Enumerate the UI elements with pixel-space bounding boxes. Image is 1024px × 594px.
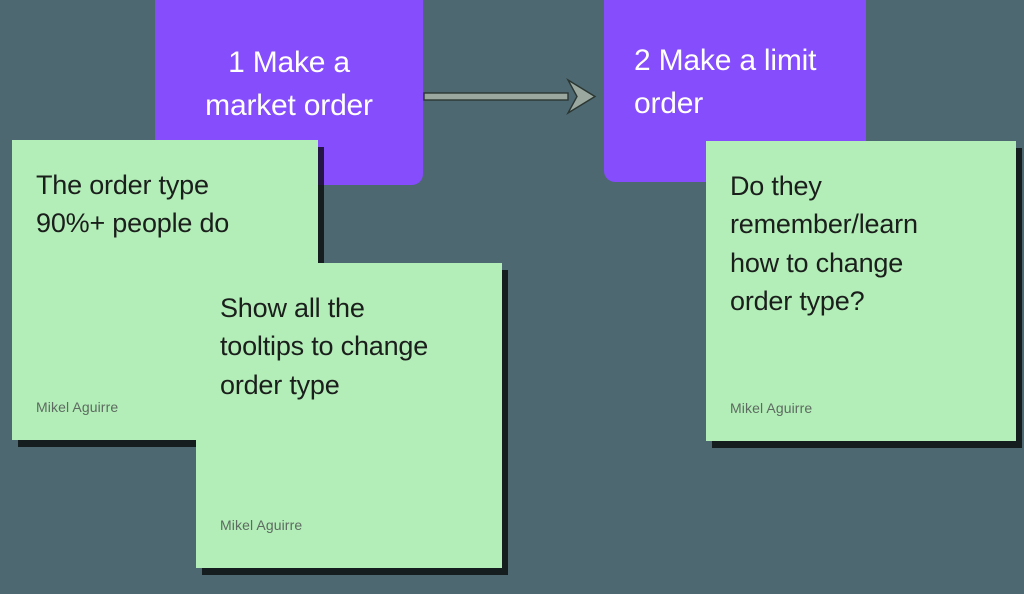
sticky-note-1-author: Mikel Aguirre [36,399,119,416]
sticky-note-3-author: Mikel Aguirre [730,400,813,417]
sticky-note-2[interactable]: Show all the tooltips to change order ty… [196,263,502,568]
sticky-note-3[interactable]: Do they remember/learn how to change ord… [706,141,1016,441]
sticky-note-3-text: Do they remember/learn how to change ord… [730,171,918,316]
sticky-note-2-author: Mikel Aguirre [220,517,303,534]
step-card-1-label: 1 Make a market order [205,45,373,122]
step-card-2-label: 2 Make a limit order [634,44,817,120]
connector-arrow[interactable] [420,72,610,122]
sticky-note-1-text: The order type 90%+ people do [36,170,230,239]
sticky-note-2-text: Show all the tooltips to change order ty… [220,293,429,400]
arrow-right-icon [423,78,597,115]
